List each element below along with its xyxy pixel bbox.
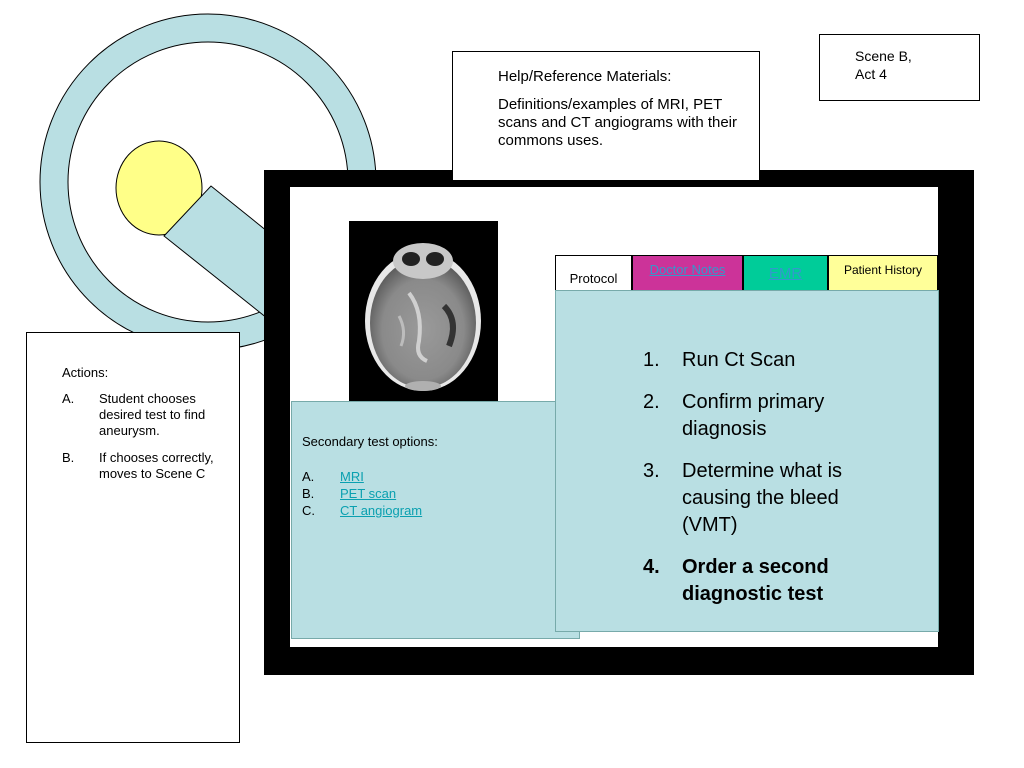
secondary-options-list: A. MRI B. PET scan C. CT angiogram (302, 468, 422, 519)
protocol-step: 3. Determine what is causing the bleed (V… (643, 458, 853, 539)
option-item: C. CT angiogram (302, 502, 422, 519)
step-text: Order a second diagnostic test (682, 556, 829, 605)
action-item: A. Student chooses desired test to find … (62, 391, 232, 439)
actions-box: Actions: A. Student chooses desired test… (26, 332, 240, 743)
help-title: Help/Reference Materials: (498, 68, 672, 85)
protocol-steps-list: 1. Run Ct Scan 2. Confirm primary diagnosi… (643, 347, 853, 623)
secondary-test-panel: Secondary test options: A. MRI B. PET scan… (291, 401, 580, 639)
scene-label-box: Scene B, Act 4 (819, 34, 980, 101)
step-number: 4. (643, 556, 660, 578)
protocol-step-current: 4. Order a second diagnostic test (643, 554, 853, 608)
action-item: B. If chooses correctly, moves to Scene … (62, 450, 232, 482)
option-mri-link[interactable]: MRI (340, 469, 364, 484)
option-letter: A. (302, 469, 315, 484)
step-number: 1. (643, 349, 660, 371)
step-text: Run Ct Scan (682, 349, 796, 371)
option-item: A. MRI (302, 468, 422, 485)
option-letter: C. (302, 503, 315, 518)
option-letter: B. (302, 486, 315, 501)
action-text: Student chooses desired test to find ane… (99, 391, 206, 438)
tab-protocol-label: Protocol (569, 271, 618, 286)
option-pet-scan-link[interactable]: PET scan (340, 486, 397, 501)
option-item: B. PET scan (302, 485, 422, 502)
protocol-step: 2. Confirm primary diagnosis (643, 389, 853, 443)
tab-patient-history-label: Patient History (843, 263, 923, 277)
option-ct-angiogram-link[interactable]: CT angiogram (340, 503, 423, 518)
action-letter: B. (62, 450, 75, 465)
tab-emr[interactable]: EMR (743, 255, 828, 291)
tab-patient-history[interactable]: Patient History (828, 255, 938, 291)
step-number: 3. (643, 460, 660, 482)
step-number: 2. (643, 391, 660, 413)
scene-line-2: Act 4 (855, 66, 887, 82)
step-text: Determine what is causing the bleed (VMT… (682, 460, 843, 536)
protocol-step: 1. Run Ct Scan (643, 347, 853, 374)
tab-protocol[interactable]: Protocol (555, 255, 632, 291)
actions-title: Actions: (62, 365, 109, 380)
tab-emr-link[interactable]: EMR (768, 265, 803, 282)
tab-doctor-notes-link[interactable]: Doctor Notes (649, 262, 726, 277)
action-text: If chooses correctly, moves to Scene C (99, 450, 214, 481)
step-text: Confirm primary diagnosis (682, 391, 825, 440)
tab-doctor-notes[interactable]: Doctor Notes (632, 255, 743, 291)
ct-scan-image (349, 221, 498, 402)
scene-line-1: Scene B, (855, 48, 912, 64)
help-description: Definitions/examples of MRI, PET scans a… (498, 96, 738, 149)
action-letter: A. (62, 391, 75, 406)
help-reference-box[interactable]: Help/Reference Materials: Definitions/ex… (452, 51, 760, 181)
secondary-title: Secondary test options: (302, 434, 438, 449)
protocol-panel: 1. Run Ct Scan 2. Confirm primary diagnosi… (555, 290, 939, 632)
